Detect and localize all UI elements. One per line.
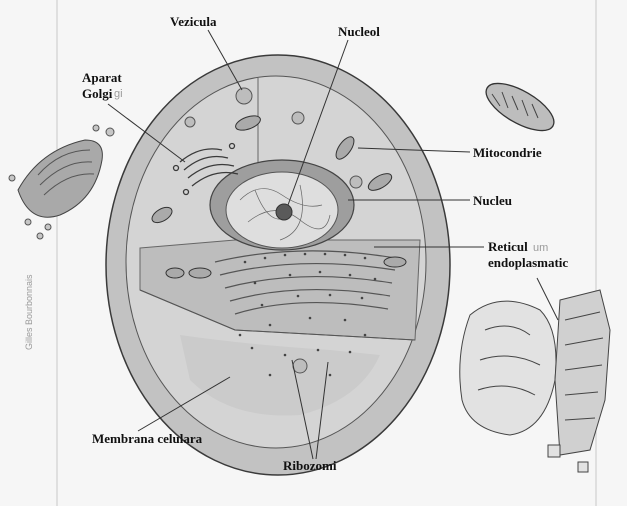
label-vezicula: Vezicula bbox=[170, 14, 217, 29]
leader-nucleol bbox=[287, 39, 349, 206]
leader-vezicula bbox=[207, 29, 243, 91]
leader-ribozomi-2 bbox=[315, 361, 329, 460]
label-nucleol: Nucleol bbox=[338, 24, 380, 39]
nucleus bbox=[209, 159, 355, 251]
label-mitocondrie: Mitocondrie bbox=[473, 145, 542, 160]
leader-mitocondrie bbox=[357, 147, 471, 153]
detached-mitochondrion bbox=[485, 82, 555, 132]
ghost-reticul-fragment: um bbox=[533, 242, 549, 254]
leader-ribozomi-1 bbox=[291, 359, 314, 460]
label-nucleu: Nucleu bbox=[473, 193, 512, 208]
ribosome-dots bbox=[238, 252, 377, 377]
endoplasmic-reticulum bbox=[214, 250, 396, 315]
detached-golgi bbox=[8, 124, 115, 240]
label-aparat-golgi-line1: Aparat bbox=[82, 70, 122, 85]
leader-golgi bbox=[107, 103, 186, 163]
leader-lines bbox=[107, 29, 559, 460]
mitochondria bbox=[151, 115, 407, 279]
golgi-apparatus bbox=[172, 142, 239, 196]
label-reticul-line1: Reticul bbox=[488, 239, 528, 254]
label-reticul-line2: endoplasmatic bbox=[488, 255, 569, 270]
ghost-golgi-fragment: gi bbox=[114, 88, 123, 100]
detached-reticulum bbox=[459, 289, 611, 473]
label-aparat-golgi-line2: Golgi bbox=[82, 86, 113, 101]
leader-reticul-detached bbox=[536, 277, 559, 321]
nucleolus bbox=[275, 203, 293, 221]
label-membrana: Membrana celulara bbox=[92, 431, 203, 446]
lower-cytoplasm bbox=[180, 335, 380, 416]
label-ribozomi: Ribozomi bbox=[283, 458, 337, 473]
vesicles bbox=[184, 87, 363, 374]
leader-membrana bbox=[137, 376, 231, 432]
image-credit: Gilles Bourbonnais bbox=[24, 274, 34, 350]
